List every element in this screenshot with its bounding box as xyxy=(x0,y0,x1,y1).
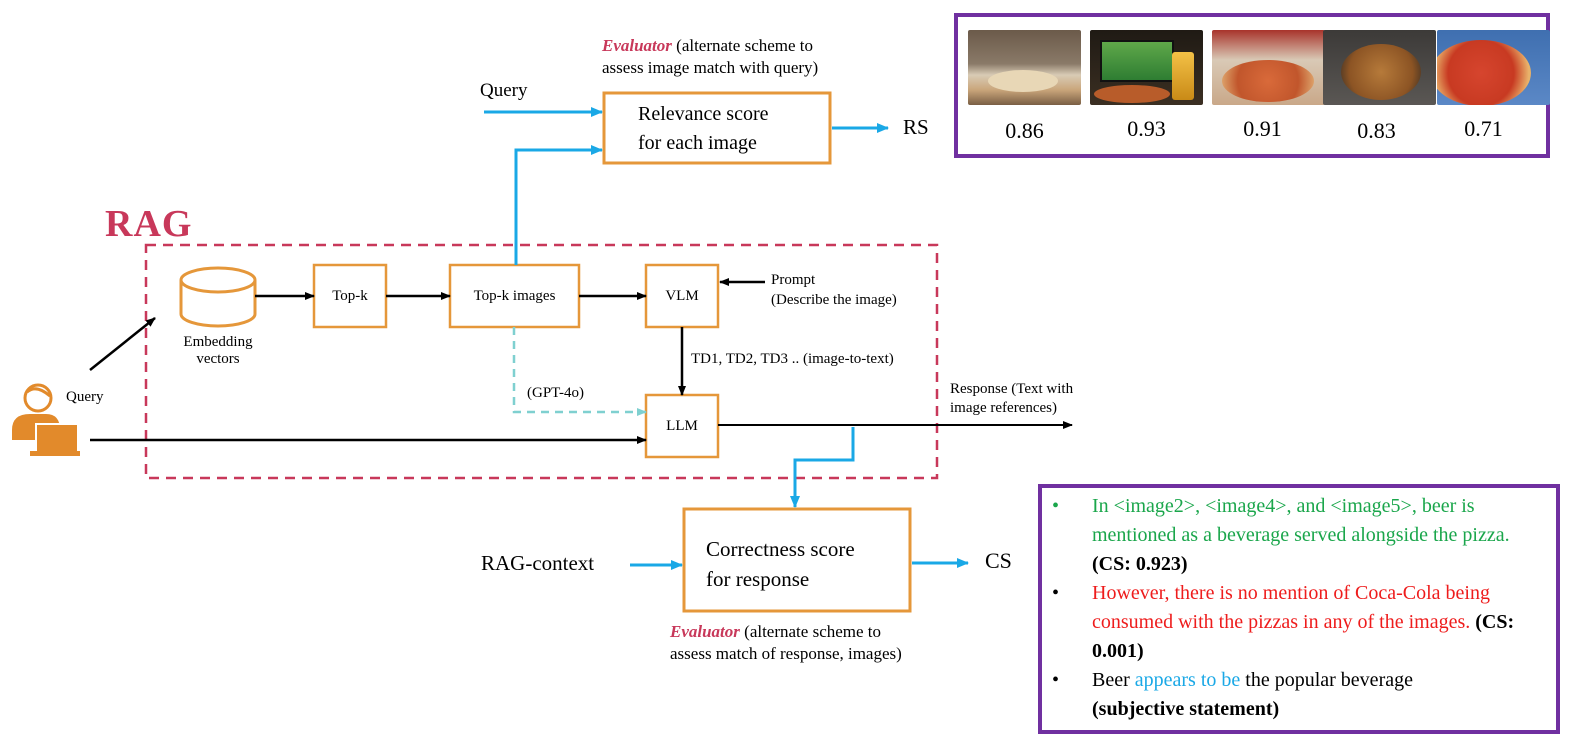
statement-2-score: (CS: 0.001) xyxy=(1092,611,1515,662)
user-at-laptop-icon xyxy=(12,383,80,456)
arrow-user-to-embedding xyxy=(89,317,156,371)
topk-label: Top-k xyxy=(332,287,368,304)
correctness-evaluator-line1: (alternate scheme to xyxy=(739,622,882,641)
statement-3-highlight: appears to be xyxy=(1134,669,1241,691)
arrow-gpt4o-dashed xyxy=(512,327,647,416)
cs-output-label: CS xyxy=(985,548,1012,573)
relevance-query-label: Query xyxy=(480,80,528,101)
statement-3-note: (subjective statement) xyxy=(1092,698,1280,720)
image-score-4: 0.83 xyxy=(1357,118,1396,143)
evaluator-note-line1: (alternate scheme to xyxy=(671,36,814,55)
rag-title: RAG xyxy=(105,203,193,245)
embedding-label: Embedding vectors xyxy=(183,334,253,368)
statement-2: • However, there is no mention of Coca-C… xyxy=(1052,579,1542,666)
topk-box xyxy=(312,263,388,329)
correctness-evaluator-line2: assess match of response, images) xyxy=(670,643,902,663)
image-score-1: 0.86 xyxy=(1005,118,1044,143)
statements-panel-border xyxy=(1038,484,1560,734)
correctness-line2: for response xyxy=(706,567,810,591)
statement-3-after: the popular beverage xyxy=(1240,669,1413,691)
arrow-response-to-correctness xyxy=(790,427,855,508)
pizza-table-photo-icon xyxy=(968,30,1081,105)
pizza-pan-photo-icon xyxy=(1323,30,1436,105)
statement-1: • In <image2>, <image4>, and <image5>, b… xyxy=(1052,492,1542,579)
pizza-tv-beer-photo-icon xyxy=(1090,30,1203,105)
bullet-dot-icon: • xyxy=(1052,669,1060,691)
correctness-line1: Correctness score xyxy=(706,537,855,561)
topk-images-label: Top-k images xyxy=(473,287,556,304)
pizza-closeup-photo-icon xyxy=(1437,30,1550,105)
correctness-score-box xyxy=(682,507,912,613)
llm-label: LLM xyxy=(666,417,698,434)
gpt4o-label: (GPT-4o) xyxy=(527,385,584,401)
prompt-line2: (Describe the image) xyxy=(771,292,897,309)
relevance-line1: Relevance score xyxy=(638,103,769,125)
response-line2: image references) xyxy=(950,400,1058,417)
evaluator-word: Evaluator xyxy=(602,36,672,55)
relevance-score-box xyxy=(602,91,832,165)
response-line1: Response (Text with xyxy=(950,381,1074,397)
response-label: Response (Text with image references) xyxy=(950,381,1073,418)
td-label: TD1, TD2, TD3 .. (image-to-text) xyxy=(691,351,894,367)
image-score-5: 0.71 xyxy=(1464,116,1503,141)
pizza-cola-photo-icon xyxy=(1212,30,1325,105)
image-score-3: 0.91 xyxy=(1243,116,1282,141)
user-query-label: Query xyxy=(66,389,104,405)
rag-context-label: RAG-context xyxy=(481,551,595,575)
statement-3: • Beer appears to be the popular beverag… xyxy=(1052,666,1542,724)
bullet-dot-icon: • xyxy=(1052,582,1060,604)
statement-2-text: However, there is no mention of Coca-Col… xyxy=(1092,582,1490,633)
rs-output-label: RS xyxy=(903,115,929,139)
bullet-dot-icon: • xyxy=(1052,495,1060,517)
correctness-box-text: Correctness score for response xyxy=(706,534,855,594)
evaluator-note-line2: assess image match with query) xyxy=(602,57,819,77)
relevance-evaluator-note: Evaluator (alternate scheme to assess im… xyxy=(602,36,818,77)
correctness-evaluator-note: Evaluator (alternate scheme to assess ma… xyxy=(670,622,902,663)
relevance-line2: for each image xyxy=(638,132,757,154)
evaluator-word-2: Evaluator xyxy=(670,622,740,641)
arrow-images-to-relevance xyxy=(514,145,603,265)
statements-list: • In <image2>, <image4>, and <image5>, b… xyxy=(1052,492,1542,724)
image-score-2: 0.93 xyxy=(1127,116,1166,141)
statement-1-text: In <image2>, <image4>, and <image5>, bee… xyxy=(1092,495,1510,546)
rag-region xyxy=(144,243,939,480)
vlm-label: VLM xyxy=(665,287,699,304)
prompt-label: Prompt (Describe the image) xyxy=(771,272,897,310)
vlm-box xyxy=(644,263,720,329)
relevance-box-text: Relevance score for each image xyxy=(638,100,768,158)
database-icon xyxy=(179,266,257,328)
statement-3-before: Beer xyxy=(1092,669,1135,691)
prompt-line1: Prompt xyxy=(771,272,816,288)
statement-1-score: (CS: 0.923) xyxy=(1092,553,1188,575)
